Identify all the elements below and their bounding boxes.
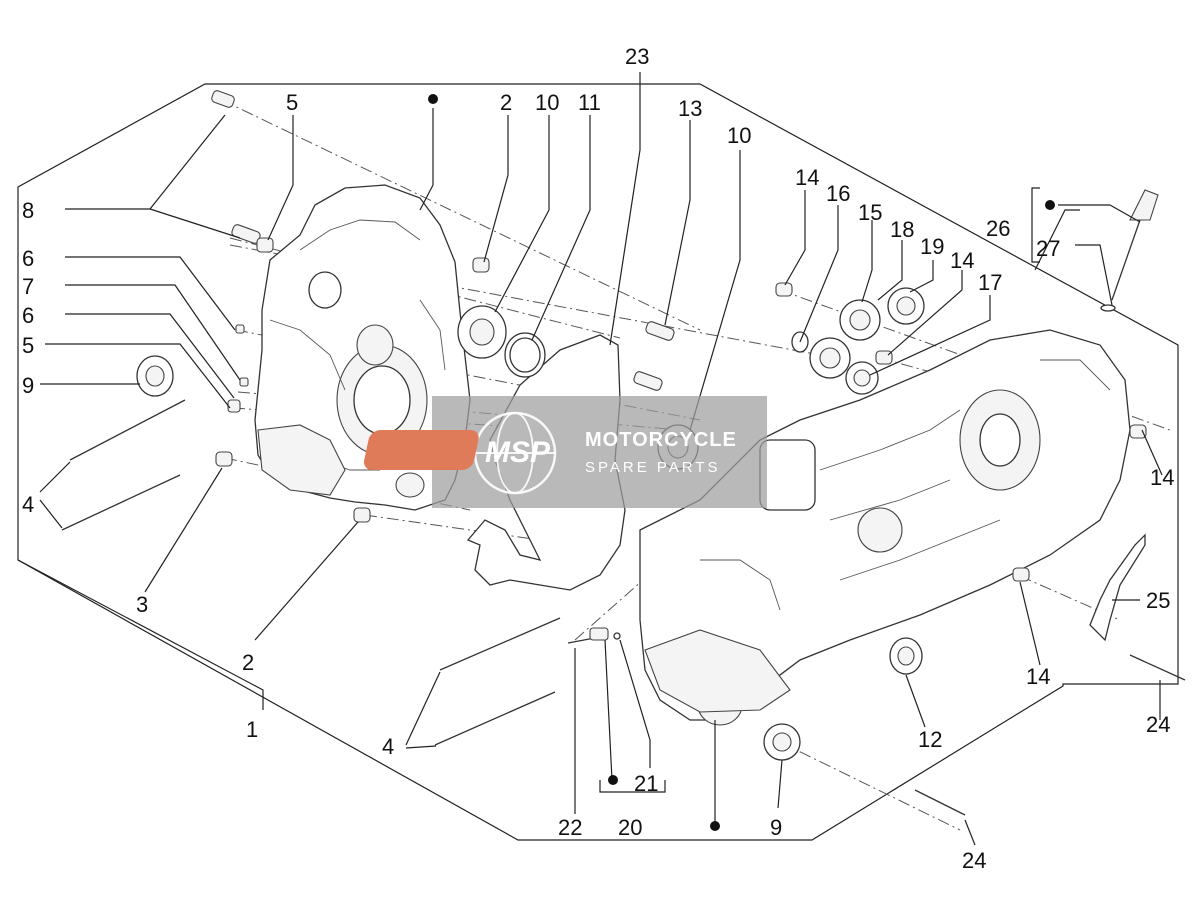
callout-11: 11 (578, 90, 601, 115)
callout-16: 16 (826, 181, 850, 206)
callout-13: 13 (678, 96, 702, 121)
callout-9: 9 (22, 373, 34, 398)
bullet-markers (428, 94, 1055, 831)
assembly-frame (17, 83, 1179, 841)
callout-26: 26 (986, 216, 1010, 241)
right-crankcase-half (639, 329, 1131, 726)
callout-12: 12 (918, 727, 942, 752)
callout-15: 15 (858, 200, 882, 225)
callout-4: 4 (382, 734, 394, 759)
callout-6: 6 (22, 246, 34, 271)
callout-18: 18 (890, 217, 914, 242)
callout-14: 14 (950, 248, 974, 273)
bracket-26-27 (1031, 187, 1040, 263)
callout-23: 23 (625, 44, 649, 69)
callout-24: 24 (1146, 712, 1170, 737)
callout-14: 14 (1026, 664, 1050, 689)
watermark-line2: SPARE PARTS (585, 459, 721, 476)
callout-14: 14 (1150, 465, 1174, 490)
callout-2: 2 (242, 650, 254, 675)
callout-8: 8 (22, 198, 34, 223)
small-parts (61, 90, 1186, 816)
callout-10: 10 (535, 90, 559, 115)
callout-6: 6 (22, 303, 34, 328)
callout-9: 9 (770, 815, 782, 840)
callout-3: 3 (136, 592, 148, 617)
callout-22: 22 (558, 815, 582, 840)
callout-labels: 1 2 2 3 4 4 5 5 6 6 7 8 9 9 10 10 11 12 … (22, 44, 1174, 873)
callout-10: 10 (727, 123, 751, 148)
callout-17: 17 (978, 270, 1002, 295)
callout-24: 24 (962, 848, 986, 873)
callout-2: 2 (500, 90, 512, 115)
left-crankcase-half (254, 184, 471, 511)
callout-1: 1 (246, 717, 258, 742)
bearings-and-seals (136, 287, 925, 761)
leader-lines (17, 72, 1163, 846)
callout-7: 7 (22, 274, 34, 299)
callout-27: 27 (1036, 236, 1060, 261)
callout-14: 14 (795, 165, 819, 190)
watermark-line1: MOTORCYCLE (585, 429, 737, 451)
callout-20: 20 (618, 815, 642, 840)
watermark: MSP MOTORCYCLE SPARE PARTS (364, 396, 767, 508)
callout-5: 5 (286, 90, 298, 115)
callout-4: 4 (22, 492, 34, 517)
callout-5: 5 (22, 333, 34, 358)
watermark-logo: MSP (485, 436, 551, 469)
callout-21: 21 (634, 771, 658, 796)
callout-25: 25 (1146, 588, 1170, 613)
callout-19: 19 (920, 234, 944, 259)
